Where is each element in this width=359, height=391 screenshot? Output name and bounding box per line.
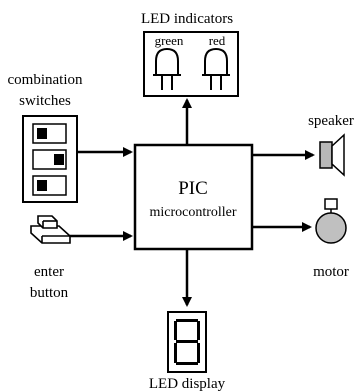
speaker-label: speaker [308,113,354,129]
pic-microcontroller-block [133,143,254,251]
motor-label: motor [313,264,349,280]
button-label-line2: button [30,285,69,301]
led-red-label: red [209,33,226,48]
switches-label-line1: combination [8,72,83,88]
enter-button-icon [30,215,71,244]
led-indicators-title: LED indicators [141,11,233,27]
led-indicators-box [143,31,239,97]
combination-switches-icon [22,115,78,203]
led-green-label: green [155,33,184,48]
red-led-icon [202,47,230,90]
microcontroller-label: microcontroller [149,205,236,220]
pic-label: PIC [178,178,208,199]
seven-segment-display-icon [167,311,207,373]
speaker-icon [319,133,345,177]
motor-icon [315,198,347,244]
green-led-icon [153,47,181,90]
led-display-label: LED display [149,376,226,391]
button-label-line1: enter [34,264,64,280]
switches-label-line2: switches [19,93,71,109]
